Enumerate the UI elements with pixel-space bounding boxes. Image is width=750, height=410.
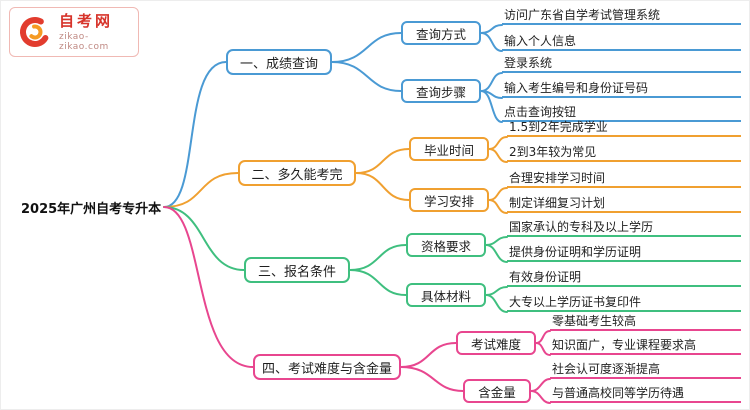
connector-path (349, 244, 407, 271)
connector-path (355, 172, 410, 201)
connector-path (400, 366, 464, 392)
subnode-qualification: 资格要求 (406, 233, 486, 257)
connector-path (530, 378, 551, 392)
root-node-topic: 2025年广州自考专升本 (21, 202, 162, 217)
leaf-item: 输入个人信息 (502, 33, 741, 51)
connector-path (163, 206, 254, 368)
connector-path (485, 286, 508, 296)
leaf-item: 输入考生编号和身份证号码 (502, 80, 741, 98)
leaf-item: 点击查询按钮 (502, 104, 741, 122)
subnode-graduation-time: 毕业时间 (409, 137, 489, 161)
connector-path (485, 236, 508, 246)
leaf-item: 国家承认的专科及以上学历 (507, 219, 741, 237)
connector-path (535, 342, 551, 356)
connector-path (488, 187, 508, 201)
leaf-item: 有效身份证明 (507, 269, 741, 287)
leaf-item: 登录系统 (502, 55, 741, 73)
branch-node-requirements: 三、报名条件 (244, 257, 350, 283)
leaf-item: 社会认可度逐渐提高 (550, 361, 741, 379)
connector-path (488, 136, 508, 150)
connector-path (163, 172, 239, 208)
leaf-item: 合理安排学习时间 (507, 170, 741, 188)
connector-path (488, 148, 508, 163)
connector-path (480, 24, 503, 34)
connector-path (400, 342, 457, 368)
connector-path (485, 294, 508, 313)
connector-path (480, 32, 503, 52)
branch-node-duration: 二、多久能考完 (238, 160, 356, 186)
connector-path (535, 330, 551, 344)
branch3-connectors (163, 206, 508, 313)
site-name: 自考网 (59, 11, 114, 30)
connector-path (488, 199, 508, 214)
subnode-exam-difficulty: 考试难度 (456, 331, 536, 355)
subnode-query-steps: 查询步骤 (401, 79, 481, 103)
branch4-connectors (163, 206, 551, 404)
connector-path (480, 72, 503, 92)
leaf-item: 零基础考生较高 (550, 313, 741, 331)
leaf-item: 制定详细复习计划 (507, 195, 741, 213)
branch-node-score-query: 一、成绩查询 (226, 49, 332, 75)
leaf-item: 访问广东省自学考试管理系统 (502, 7, 741, 25)
leaf-item: 大专以上学历证书复印件 (507, 294, 741, 312)
subnode-materials: 具体材料 (406, 283, 486, 307)
connector-path (163, 206, 245, 271)
site-url: zikao-zikao.com (59, 31, 109, 52)
subnode-value: 含金量 (463, 379, 531, 403)
connector-path (349, 269, 407, 296)
branch1-connectors (163, 24, 503, 208)
subnode-study-plan: 学习安排 (409, 188, 489, 212)
branch-node-difficulty-value: 四、考试难度与含金量 (253, 354, 401, 380)
site-logo[interactable]: 自考网 zikao-zikao.com (9, 7, 139, 57)
connector-path (331, 32, 402, 63)
leaf-item: 提供身份证明和学历证明 (507, 244, 741, 262)
connector-path (163, 61, 227, 208)
connector-path (355, 148, 410, 174)
connector-path (480, 90, 503, 123)
connector-path (485, 244, 508, 263)
leaf-item: 与普通高校同等学历待遇 (550, 385, 741, 403)
leaf-item: 1.5到2年完成学业 (507, 119, 741, 137)
subnode-query-method: 查询方式 (401, 21, 481, 45)
zikao-swirl-icon (18, 15, 52, 49)
connector-path (331, 61, 402, 92)
connector-path (530, 390, 551, 404)
leaf-item: 知识面广，专业课程要求高 (550, 337, 741, 355)
leaf-item: 2到3年较为常见 (507, 144, 741, 162)
branch2-connectors (163, 136, 508, 214)
